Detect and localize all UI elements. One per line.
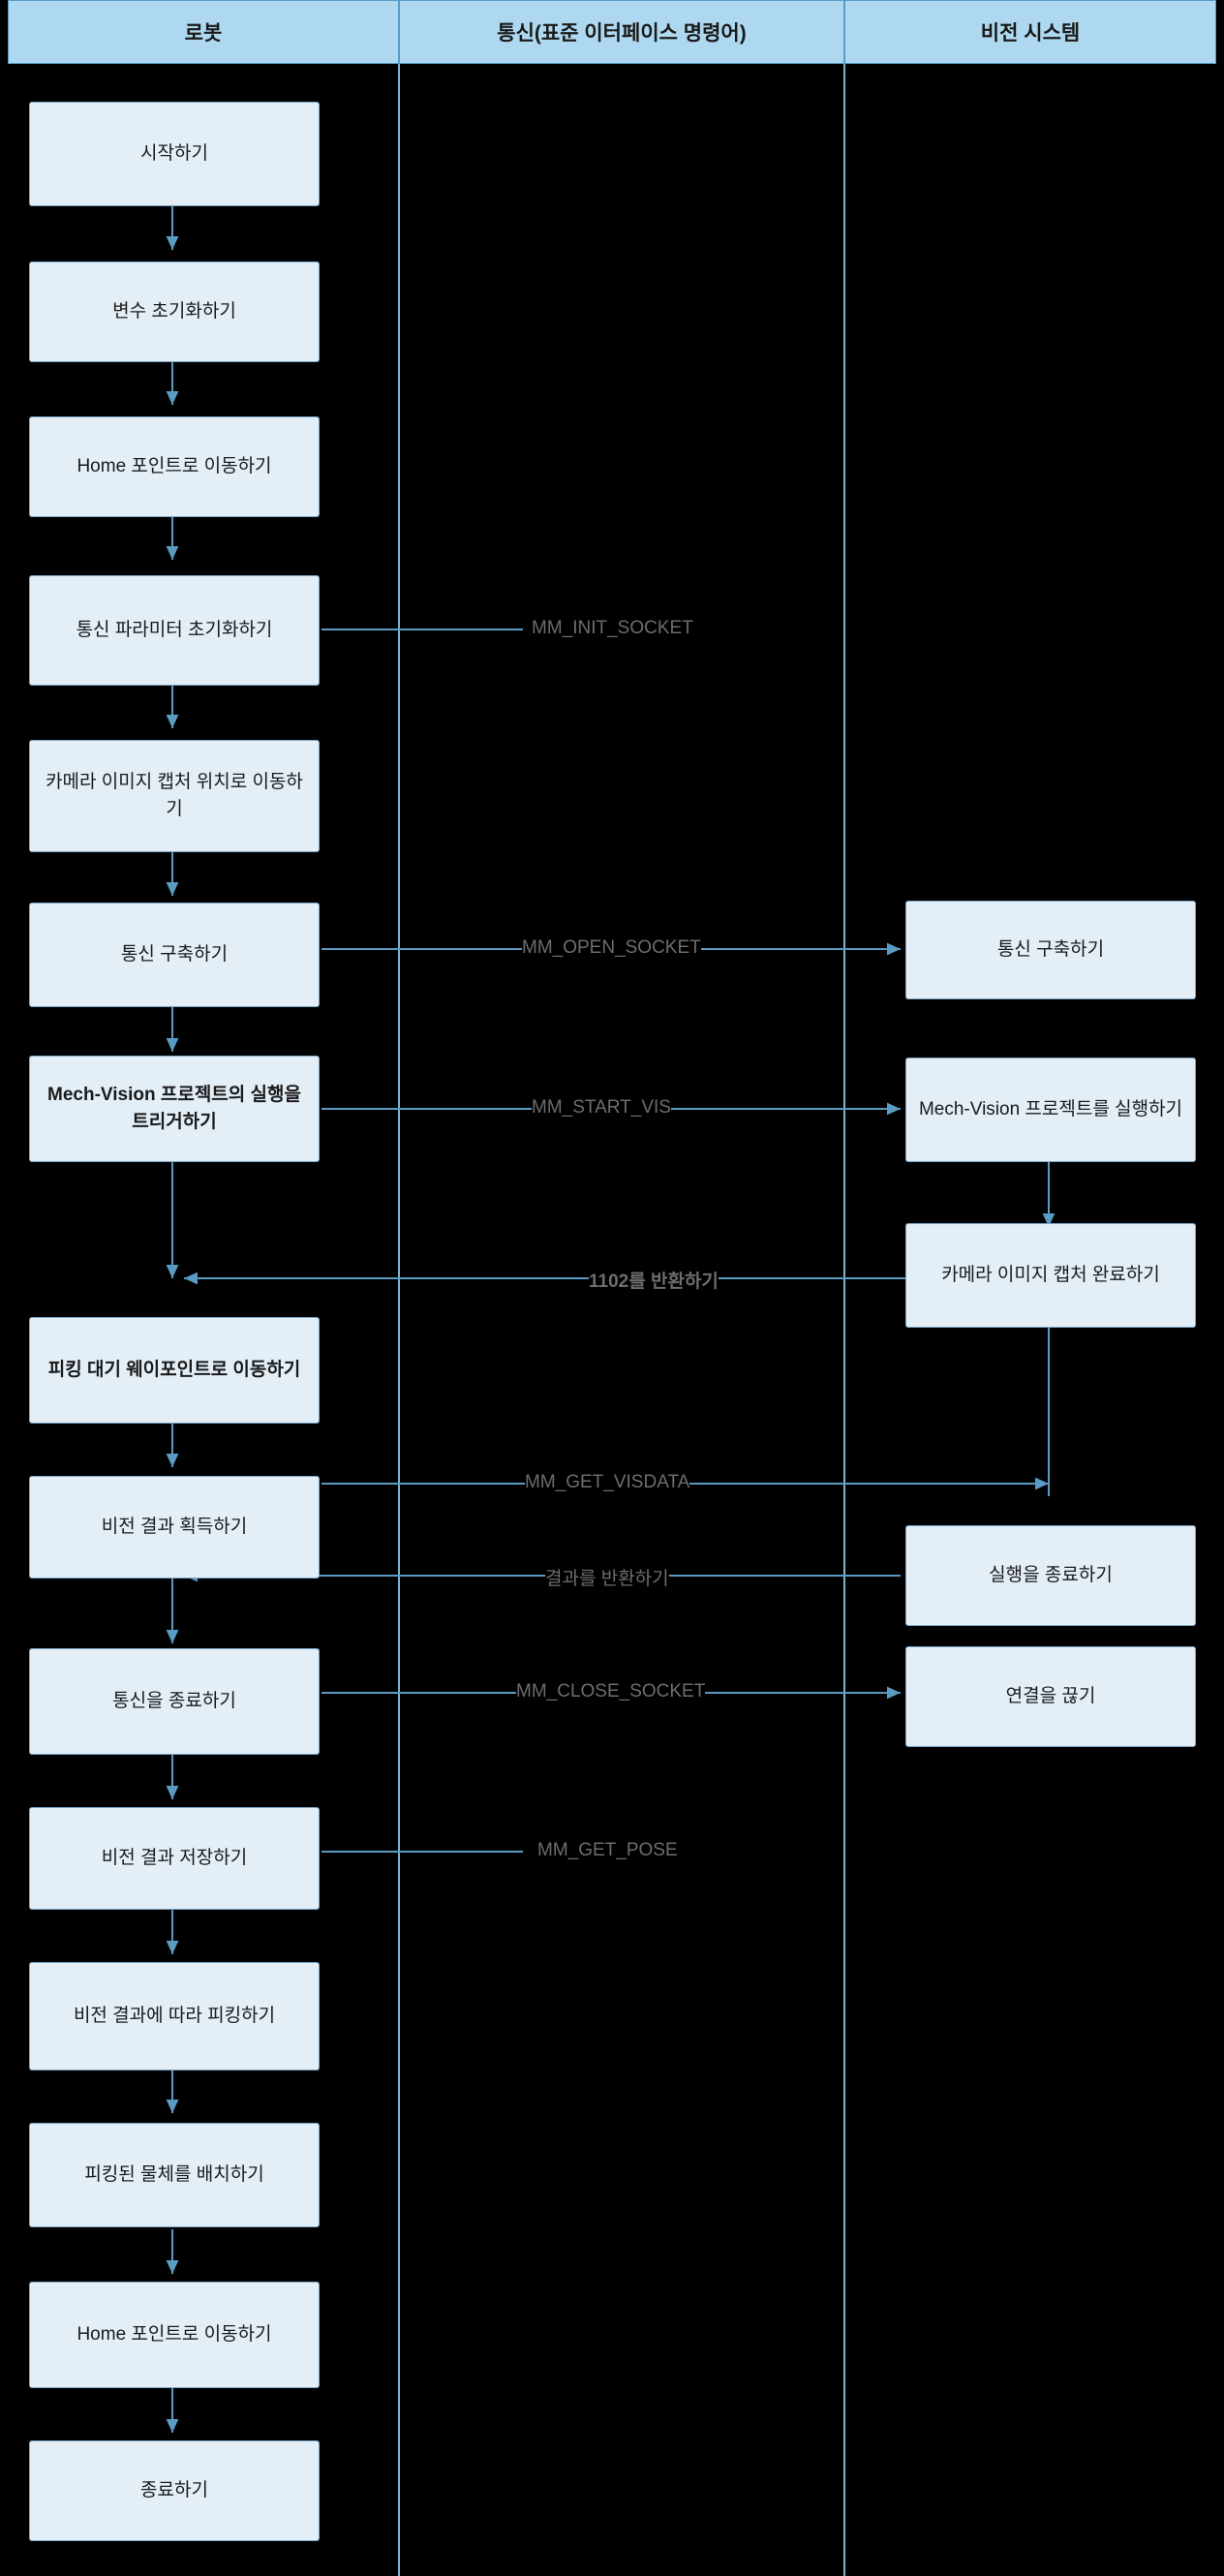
node-save-vision-result[interactable]: 비전 결과 저장하기 (29, 1807, 320, 1910)
node-vision-disconnect[interactable]: 연결을 끊기 (905, 1646, 1196, 1747)
node-end[interactable]: 종료하기 (29, 2440, 320, 2541)
node-vision-capture-done[interactable]: 카메라 이미지 캡처 완료하기 (905, 1223, 1196, 1328)
node-get-vision-result[interactable]: 비전 결과 획득하기 (29, 1476, 320, 1579)
node-move-waypoint-label: 피킹 대기 웨이포인트로 이동하기 (47, 1359, 301, 1380)
node-move-home-2-label: Home 포인트로 이동하기 (76, 2323, 272, 2345)
label-mm-get-visdata-text: MM_GET_VISDATA (525, 1472, 690, 1492)
label-mm-init-socket: MM_INIT_SOCKET (532, 618, 693, 639)
label-mm-get-visdata: MM_GET_VISDATA (525, 1472, 690, 1493)
lane-header-vision: 비전 시스템 (844, 0, 1216, 64)
node-move-capture-pos[interactable]: 카메라 이미지 캡처 위치로 이동하기 (29, 740, 320, 852)
node-init-vars-label: 변수 초기화하기 (112, 300, 236, 322)
node-vision-establish-comm[interactable]: 통신 구축하기 (905, 901, 1196, 999)
node-pick-by-result[interactable]: 비전 결과에 따라 피킹하기 (29, 1962, 320, 2070)
lane-header-robot-label: 로봇 (184, 22, 223, 45)
lane-header-communication-label: 통신(표준 이터페이스 명령어) (497, 22, 747, 45)
node-close-comm-label: 통신을 종료하기 (112, 1690, 236, 1711)
node-vision-run-project-label: Mech-Vision 프로젝트를 실행하기 (918, 1098, 1183, 1119)
node-pick-by-result-label: 비전 결과에 따라 피킹하기 (73, 2005, 276, 2026)
label-return-1102-text: 1102를 반환하기 (589, 1272, 719, 1292)
node-place-object-label: 피킹된 물체를 배치하기 (84, 2163, 264, 2185)
node-move-waypoint[interactable]: 피킹 대기 웨이포인트로 이동하기 (29, 1317, 320, 1424)
label-mm-close-socket: MM_CLOSE_SOCKET (516, 1681, 706, 1702)
label-mm-get-pose-text: MM_GET_POSE (537, 1840, 678, 1860)
node-trigger-vision-project[interactable]: Mech-Vision 프로젝트의 실행을 트리거하기 (29, 1056, 320, 1162)
node-save-vision-result-label: 비전 결과 저장하기 (101, 1847, 248, 1868)
label-mm-start-vis: MM_START_VIS (532, 1097, 671, 1119)
label-mm-open-socket-text: MM_OPEN_SOCKET (522, 937, 701, 958)
lane-header-vision-label: 비전 시스템 (980, 22, 1081, 45)
lane-header-communication: 통신(표준 이터페이스 명령어) (399, 0, 844, 64)
node-establish-comm-label: 통신 구축하기 (120, 943, 229, 965)
lane-divider-left (398, 64, 400, 2576)
node-vision-establish-comm-label: 통신 구축하기 (996, 938, 1105, 960)
node-move-capture-pos-label: 카메라 이미지 캡처 위치로 이동하기 (46, 771, 303, 820)
node-place-object[interactable]: 피킹된 물체를 배치하기 (29, 2123, 320, 2227)
node-move-home-2[interactable]: Home 포인트로 이동하기 (29, 2282, 320, 2388)
node-close-comm[interactable]: 통신을 종료하기 (29, 1648, 320, 1755)
node-init-comm-params-label: 통신 파라미터 초기화하기 (76, 619, 273, 640)
lane-header-robot: 로봇 (8, 0, 399, 64)
label-mm-get-pose: MM_GET_POSE (537, 1840, 678, 1861)
label-mm-start-vis-text: MM_START_VIS (532, 1097, 671, 1118)
node-get-vision-result-label: 비전 결과 획득하기 (101, 1516, 248, 1537)
node-init-comm-params[interactable]: 통신 파라미터 초기화하기 (29, 575, 320, 686)
lane-divider-right (843, 64, 845, 2576)
node-move-home-1[interactable]: Home 포인트로 이동하기 (29, 416, 320, 517)
node-vision-run-project[interactable]: Mech-Vision 프로젝트를 실행하기 (905, 1058, 1196, 1162)
node-trigger-vision-project-label: Mech-Vision 프로젝트의 실행을 트리거하기 (47, 1084, 301, 1133)
node-vision-disconnect-label: 연결을 끊기 (1005, 1685, 1096, 1706)
node-start[interactable]: 시작하기 (29, 102, 320, 206)
node-start-label: 시작하기 (140, 142, 208, 164)
label-mm-close-socket-text: MM_CLOSE_SOCKET (516, 1681, 706, 1702)
label-mm-open-socket: MM_OPEN_SOCKET (522, 937, 701, 959)
node-establish-comm[interactable]: 통신 구축하기 (29, 903, 320, 1007)
node-vision-end-run-label: 실행을 종료하기 (989, 1564, 1113, 1585)
label-mm-init-socket-text: MM_INIT_SOCKET (532, 618, 693, 638)
node-vision-capture-done-label: 카메라 이미지 캡처 완료하기 (941, 1264, 1160, 1285)
node-vision-end-run[interactable]: 실행을 종료하기 (905, 1525, 1196, 1626)
label-return-result: 결과를 반환하기 (545, 1564, 669, 1590)
label-return-result-text: 결과를 반환하기 (545, 1569, 669, 1589)
node-move-home-1-label: Home 포인트로 이동하기 (76, 455, 272, 476)
node-end-label: 종료하기 (140, 2479, 208, 2500)
node-init-vars[interactable]: 변수 초기화하기 (29, 261, 320, 362)
label-return-1102: 1102를 반환하기 (589, 1267, 719, 1293)
